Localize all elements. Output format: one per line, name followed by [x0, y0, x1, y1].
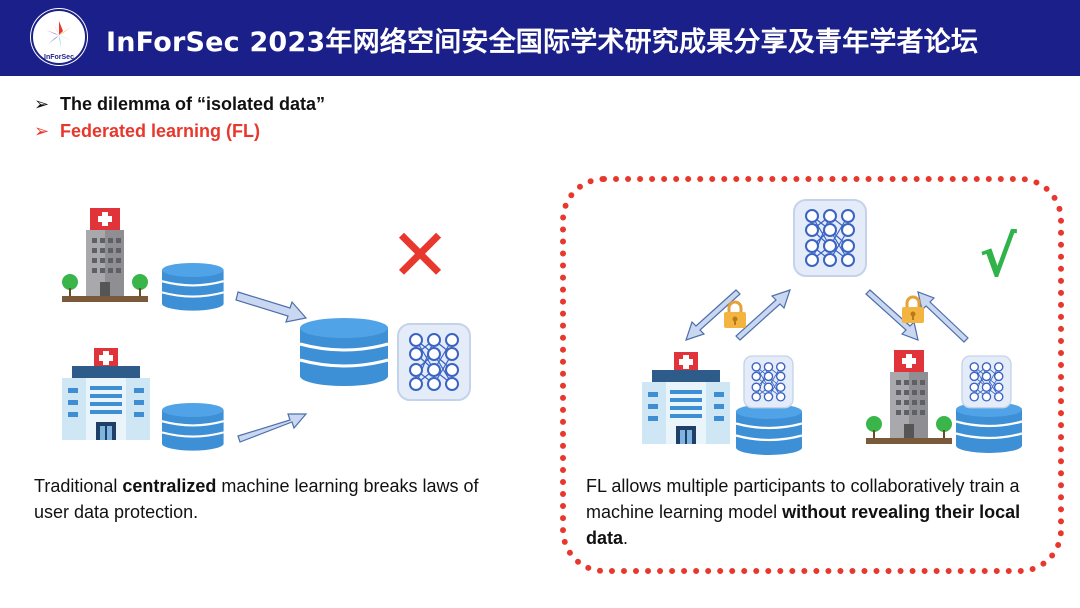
cross-mark-icon: ✕ [390, 213, 450, 297]
arrow-icon [236, 292, 306, 322]
centralized-caption: Traditional centralized machine learning… [34, 473, 494, 525]
hospital-icon [866, 350, 952, 444]
caption-text: Traditional [34, 476, 122, 496]
database-icon [162, 403, 224, 451]
database-icon [162, 263, 224, 311]
hospital-icon [62, 208, 148, 302]
neural-network-icon [962, 356, 1011, 408]
database-icon [956, 402, 1022, 453]
arrow-icon [918, 292, 968, 342]
arrow-icon [238, 414, 306, 442]
neural-network-icon [744, 356, 793, 408]
database-icon [300, 318, 388, 386]
fl-caption: FL allows multiple participants to colla… [586, 473, 1056, 551]
clinic-icon [62, 348, 150, 440]
database-icon [736, 404, 802, 455]
neural-network-icon [398, 324, 470, 400]
clinic-icon [642, 352, 730, 444]
caption-emphasis: centralized [122, 476, 216, 496]
check-mark-icon: √ [979, 225, 1017, 290]
caption-text: . [623, 528, 628, 548]
neural-network-icon [794, 200, 866, 276]
